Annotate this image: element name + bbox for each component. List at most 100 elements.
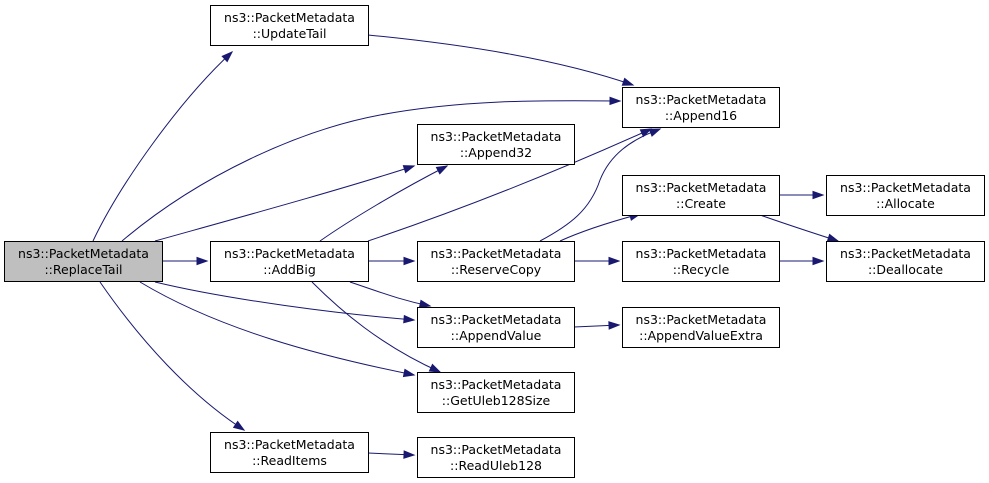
edge-replace_tail-to-get_uleb128_size: [139, 281, 416, 378]
node-box[interactable]: [417, 307, 575, 348]
edge-line: [99, 281, 245, 431]
edge-add_big-to-append32: [319, 165, 449, 242]
node-box[interactable]: [417, 124, 575, 165]
edge-append_value-to-append_value_extra: [573, 321, 621, 330]
arrowhead-icon: [608, 321, 621, 330]
arrowhead-icon: [196, 256, 209, 266]
node-append32[interactable]: ns3::PacketMetadata::Append32: [417, 124, 575, 165]
node-method-label: ::AppendValue: [451, 328, 542, 343]
nodes-layer: ns3::PacketMetadata::ReplaceTailns3::Pac…: [4, 5, 985, 478]
node-method-label: ::ReadUleb128: [450, 458, 542, 473]
node-namespace-label: ns3::PacketMetadata: [636, 92, 767, 107]
edge-line: [367, 34, 634, 86]
edge-replace_tail-to-append16: [121, 96, 622, 242]
arrowhead-icon: [639, 128, 653, 138]
arrowhead-icon: [621, 77, 635, 86]
edge-line: [311, 281, 441, 373]
node-reserve-copy[interactable]: ns3::PacketMetadata::ReserveCopy: [417, 241, 575, 282]
arrowhead-icon: [826, 233, 840, 242]
edge-add_big-to-reserve_copy: [368, 256, 416, 266]
node-allocate[interactable]: ns3::PacketMetadata::Allocate: [826, 175, 985, 216]
edges-layer: [92, 34, 840, 459]
edge-create-to-allocate: [779, 190, 825, 200]
edge-line: [759, 214, 839, 242]
edge-replace_tail-to-append32: [154, 165, 416, 242]
node-create[interactable]: ns3::PacketMetadata::Create: [622, 175, 780, 216]
node-method-label: ::UpdateTail: [253, 26, 327, 41]
edge-add_big-to-get_uleb128_size: [311, 281, 442, 373]
node-method-label: ::Deallocate: [868, 262, 943, 277]
node-namespace-label: ns3::PacketMetadata: [431, 377, 562, 392]
node-method-label: ::ReadItems: [252, 453, 327, 468]
node-box[interactable]: [826, 241, 985, 282]
node-method-label: ::GetUleb128Size: [442, 393, 551, 408]
edge-line: [539, 128, 661, 242]
edge-line: [154, 165, 415, 242]
node-method-label: ::Recycle: [673, 262, 730, 277]
node-namespace-label: ns3::PacketMetadata: [840, 246, 971, 261]
arrowhead-icon: [403, 450, 416, 459]
node-replace-tail[interactable]: ns3::PacketMetadata::ReplaceTail: [4, 241, 163, 282]
arrowhead-icon: [812, 190, 825, 200]
node-box[interactable]: [210, 432, 369, 473]
node-box[interactable]: [826, 175, 985, 216]
node-add-big[interactable]: ns3::PacketMetadata::AddBig: [210, 241, 369, 282]
edge-replace_tail-to-append_value: [154, 281, 416, 324]
edge-update_tail-to-append16: [367, 34, 635, 86]
node-deallocate[interactable]: ns3::PacketMetadata::Deallocate: [826, 241, 985, 282]
node-method-label: ::ReserveCopy: [451, 262, 542, 277]
edge-create-to-deallocate: [759, 214, 840, 242]
arrowhead-icon: [648, 128, 662, 137]
edge-add_big-to-append16: [367, 128, 653, 242]
node-get-uleb128-size[interactable]: ns3::PacketMetadata::GetUleb128Size: [417, 372, 575, 413]
node-box[interactable]: [417, 437, 575, 478]
node-namespace-label: ns3::PacketMetadata: [224, 246, 355, 261]
node-read-uleb128[interactable]: ns3::PacketMetadata::ReadUleb128: [417, 437, 575, 478]
node-namespace-label: ns3::PacketMetadata: [18, 246, 149, 261]
edge-line: [139, 281, 415, 376]
arrowhead-icon: [812, 256, 825, 266]
node-box[interactable]: [4, 241, 163, 282]
node-method-label: ::Append32: [460, 145, 532, 160]
edge-line: [367, 128, 652, 242]
node-namespace-label: ns3::PacketMetadata: [224, 10, 355, 25]
arrowhead-icon: [221, 50, 234, 63]
edge-line: [92, 51, 233, 242]
arrowhead-icon: [402, 368, 416, 378]
arrowhead-icon: [608, 256, 621, 266]
node-update-tail[interactable]: ns3::PacketMetadata::UpdateTail: [210, 5, 369, 46]
node-append-value-extra[interactable]: ns3::PacketMetadata::AppendValueExtra: [622, 307, 780, 348]
node-recycle[interactable]: ns3::PacketMetadata::Recycle: [622, 241, 780, 282]
node-box[interactable]: [622, 87, 780, 128]
edge-add_big-to-append_value: [349, 281, 432, 309]
edge-replace_tail-to-add_big: [162, 256, 209, 266]
node-box[interactable]: [622, 175, 780, 216]
node-namespace-label: ns3::PacketMetadata: [636, 180, 767, 195]
node-append-value[interactable]: ns3::PacketMetadata::AppendValue: [417, 307, 575, 348]
edge-line: [319, 165, 448, 242]
node-method-label: ::Create: [676, 196, 726, 211]
node-box[interactable]: [622, 241, 780, 282]
arrowhead-icon: [418, 299, 432, 309]
edge-line: [154, 281, 415, 321]
node-box[interactable]: [210, 241, 369, 282]
edge-replace_tail-to-update_tail: [92, 50, 234, 242]
edge-line: [121, 100, 621, 242]
node-read-items[interactable]: ns3::PacketMetadata::ReadItems: [210, 432, 369, 473]
node-namespace-label: ns3::PacketMetadata: [636, 246, 767, 261]
node-box[interactable]: [622, 307, 780, 348]
arrowhead-icon: [428, 363, 442, 373]
edge-read_items-to-read_uleb128: [367, 450, 416, 459]
node-method-label: ::AppendValueExtra: [639, 328, 763, 343]
edge-recycle-to-deallocate: [779, 256, 825, 266]
node-append16[interactable]: ns3::PacketMetadata::Append16: [622, 87, 780, 128]
edge-line: [349, 281, 431, 307]
node-box[interactable]: [210, 5, 369, 46]
node-method-label: ::ReplaceTail: [44, 262, 122, 277]
node-box[interactable]: [417, 241, 575, 282]
edge-replace_tail-to-read_items: [99, 281, 246, 431]
node-method-label: ::AddBig: [263, 262, 316, 277]
node-box[interactable]: [417, 372, 575, 413]
arrowhead-icon: [403, 256, 416, 266]
